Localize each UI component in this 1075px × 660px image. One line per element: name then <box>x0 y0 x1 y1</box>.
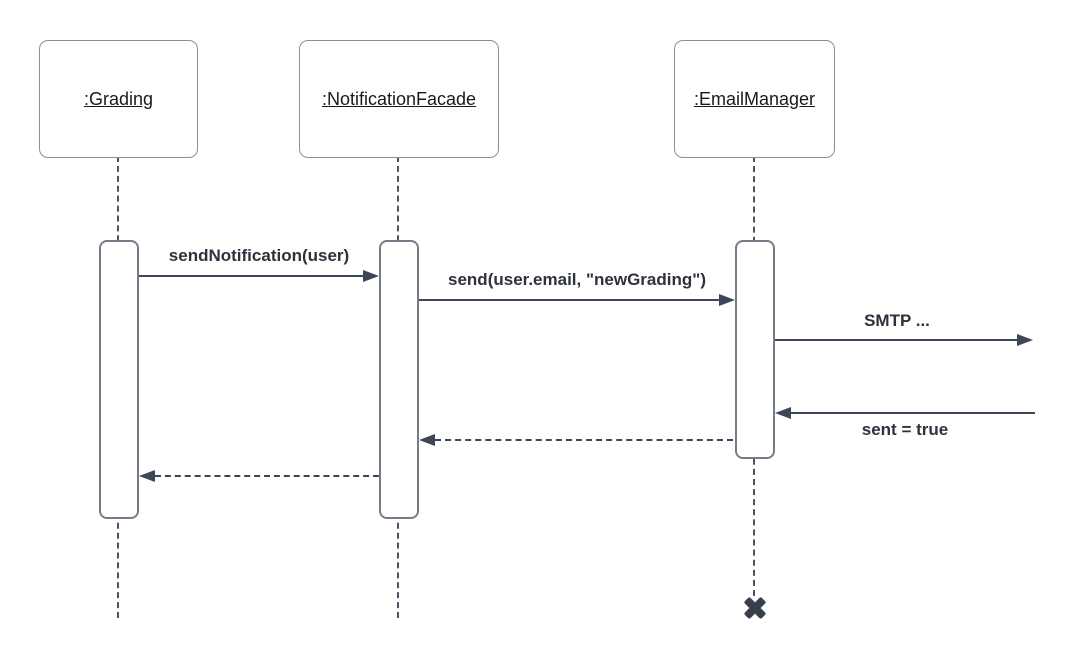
message-label-smtp: SMTP ... <box>864 311 930 330</box>
message-label-send-email: send(user.email, "newGrading") <box>448 270 706 289</box>
arrowhead-left-icon <box>419 434 435 446</box>
actor-box-notificationfacade: :NotificationFacade <box>299 40 499 158</box>
message-line-send-email <box>419 299 721 301</box>
actor-label-grading: :Grading <box>83 88 154 109</box>
arrowhead-left-icon <box>775 407 791 419</box>
actor-box-grading: :Grading <box>39 40 198 158</box>
message-line-sendnotification <box>139 275 365 277</box>
return-line-emailmanager-to-facade <box>435 439 733 441</box>
destroy-x-icon <box>743 596 767 620</box>
message-label-sent-true: sent = true <box>861 420 949 439</box>
arrowhead-right-icon <box>719 294 735 306</box>
message-line-sent-true <box>791 412 1035 414</box>
return-line-facade-to-grading <box>155 475 379 477</box>
message-label-sendnotification: sendNotification(user) <box>168 246 350 265</box>
arrowhead-right-icon <box>363 270 379 282</box>
arrowhead-left-icon <box>139 470 155 482</box>
arrowhead-right-icon <box>1017 334 1033 346</box>
activation-bar-notificationfacade <box>379 240 419 519</box>
message-line-smtp <box>775 339 1019 341</box>
actor-box-emailmanager: :EmailManager <box>674 40 835 158</box>
actor-label-notificationfacade: :NotificationFacade <box>321 88 477 109</box>
actor-label-emailmanager: :EmailManager <box>693 88 816 109</box>
activation-bar-emailmanager <box>735 240 775 459</box>
activation-bar-grading <box>99 240 139 519</box>
